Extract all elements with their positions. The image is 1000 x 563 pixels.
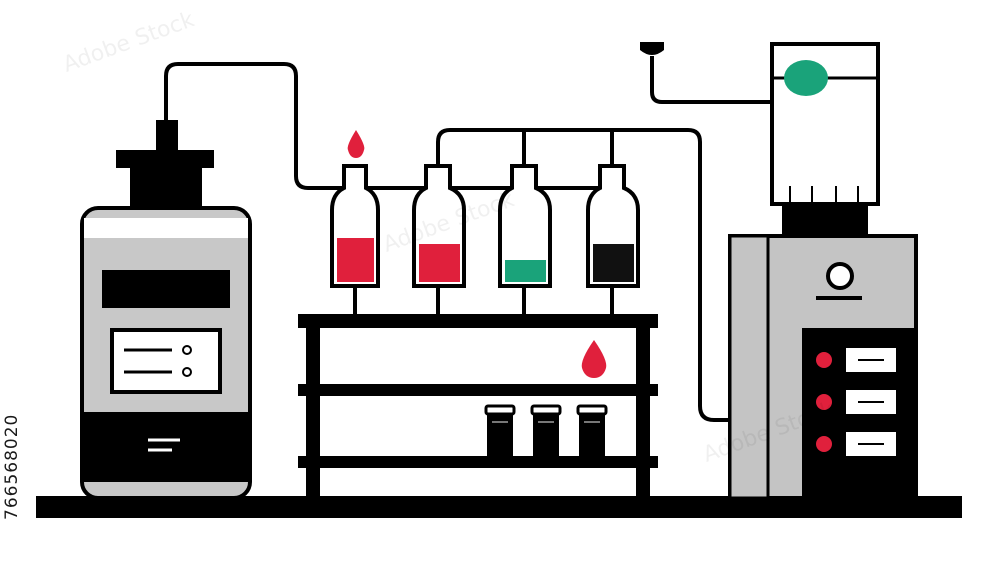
reagent-canister: [80, 120, 252, 500]
analyzer-machine: [728, 42, 918, 500]
canister-panel: [110, 328, 222, 394]
plug-icon: [640, 42, 664, 55]
sample-cups: [484, 404, 608, 456]
stock-id: 766568020: [2, 413, 22, 520]
bench-floor: [36, 496, 962, 518]
bottle-3: [498, 164, 552, 316]
power-button-icon: [816, 262, 862, 300]
water-drop-icon: [581, 340, 607, 378]
water-drop-icon: [347, 130, 365, 158]
tubing: [164, 56, 774, 422]
bottle-1: [330, 164, 380, 316]
bottle-4: [586, 164, 640, 316]
bottle-2: [412, 164, 466, 316]
shelf-rack: [298, 314, 658, 498]
status-indicator: [784, 60, 828, 96]
